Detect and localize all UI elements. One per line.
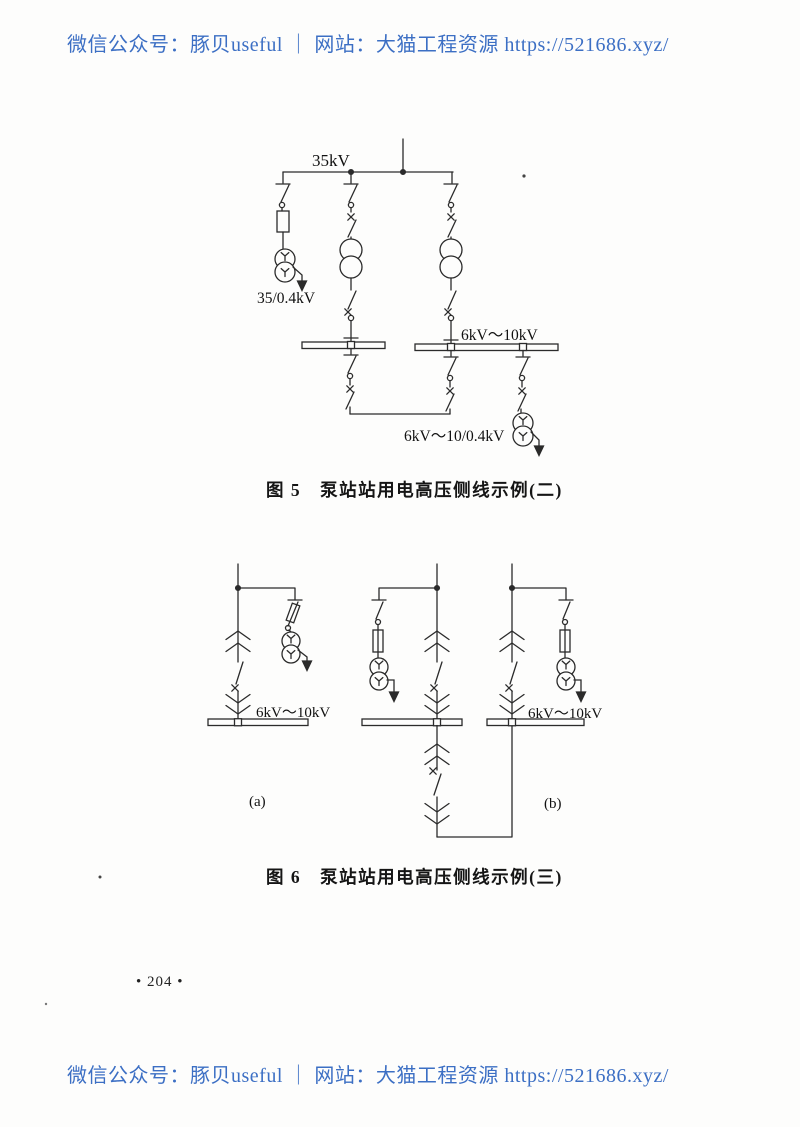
fig6-sublabel-b: (b): [544, 796, 562, 812]
fig6-scheme-a: [207, 563, 313, 727]
disconnect-switch-icon: [347, 355, 357, 374]
fuse-icon: [372, 629, 384, 653]
circuit-breaker-icon: [446, 387, 454, 395]
disconnect-switch-icon: [348, 184, 358, 203]
fig5-lv-station-transformer-label: 6kV～10/0.4kV: [404, 428, 505, 445]
fig6-diagram: [44, 563, 587, 1006]
disconnect-switch-icon: [519, 357, 529, 376]
disconnect-switch-icon: [447, 357, 457, 376]
disconnect-switch-icon: [562, 601, 571, 620]
station-transformer-icon: [369, 657, 389, 691]
fig5-main-transformer-branch-1: [339, 171, 363, 343]
fig5-main-transformer-branch-2: [439, 171, 463, 345]
station-transformer-icon: [281, 631, 301, 664]
wechat-watermark-header: 微信公众号：豚贝useful ｜ 网站：大猫工程资源 https://52168…: [67, 34, 669, 56]
circuit-breaker-icon: [509, 661, 518, 685]
ground-icon: [386, 679, 400, 703]
page-number: • 204 •: [136, 974, 184, 990]
fig5-caption: 图 5 泵站站用电高压侧线示例(二): [266, 480, 563, 500]
fig5-lv-station-transformer-feeder: [512, 349, 545, 457]
scan-artifact-dot: [522, 174, 526, 178]
fig5-bus-tie-branch: [343, 347, 459, 415]
circuit-breaker-icon: [346, 385, 354, 393]
ground-icon: [530, 431, 545, 457]
ground-icon: [573, 679, 587, 703]
circuit-breaker-icon: [447, 290, 457, 310]
fig5-incoming-voltage-label: 35kV: [312, 151, 350, 170]
power-transformer-icon: [339, 238, 363, 279]
circuit-breaker-icon: [235, 661, 244, 685]
fig5-incoming-line: [282, 138, 454, 176]
ground-icon: [297, 649, 313, 672]
fig6-section-tie: [424, 724, 513, 838]
scan-artifact-dot: [44, 1002, 48, 1006]
station-transformer-icon: [556, 657, 576, 691]
fig5-lv-bus-label: 6kV～10kV: [461, 327, 538, 344]
fig6-busbar-b2: [486, 718, 585, 727]
dropout-fuse-icon: [284, 601, 301, 632]
fig6-busbar-a: [207, 718, 309, 727]
station-transformer-icon: [512, 412, 534, 447]
fig5-station-transformer-feeder: [274, 171, 308, 292]
circuit-breaker-icon: [347, 213, 355, 221]
fig6-sublabel-a: (a): [249, 794, 266, 810]
circuit-breaker-icon: [347, 290, 357, 310]
fig5-lv-busbar-1: [301, 340, 386, 350]
fig6-caption: 图 6 泵站站用电高压侧线示例(三): [266, 867, 563, 887]
scan-artifact-dot: [98, 875, 102, 879]
fig5-station-transformer-label: 35/0.4kV: [257, 290, 316, 307]
circuit-breaker-icon: [433, 773, 442, 796]
fuse-icon: [559, 629, 571, 653]
disconnect-switch-icon: [448, 184, 458, 203]
fuse-icon: [276, 210, 290, 233]
circuit-breaker-icon: [518, 387, 526, 395]
wechat-watermark-footer: 微信公众号：豚贝useful ｜ 网站：大猫工程资源 https://52168…: [67, 1065, 669, 1087]
ground-icon: [292, 266, 308, 292]
disconnect-switch-icon: [375, 601, 384, 620]
fig5-diagram: [274, 138, 559, 457]
fig6-scheme-b: [361, 563, 587, 838]
disconnect-switch-icon: [280, 184, 290, 203]
fig6-bus-label-a: 6kV～10kV: [256, 705, 331, 721]
circuit-breaker-icon: [447, 213, 455, 221]
circuit-breaker-icon: [434, 661, 443, 685]
fig6-bus-label-b: 6kV～10kV: [528, 706, 603, 722]
station-transformer-icon: [274, 248, 296, 283]
fig6-busbar-b1: [361, 718, 463, 727]
power-transformer-icon: [439, 238, 463, 279]
